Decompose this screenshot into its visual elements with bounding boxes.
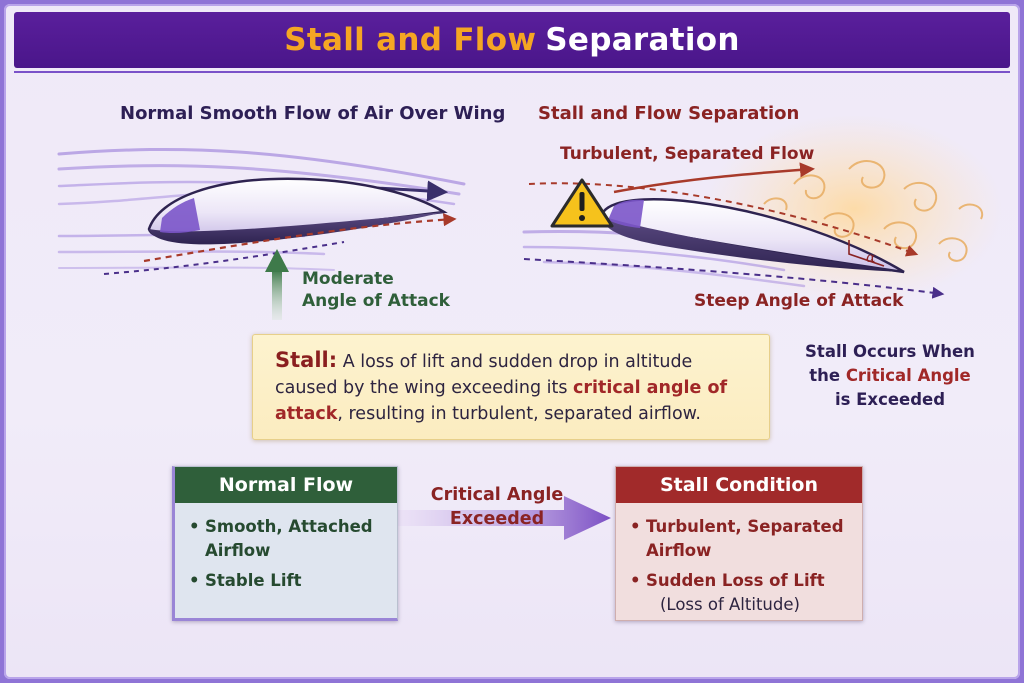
steep-aoa-lower-arrow bbox=[523, 258, 945, 299]
stall-term: Stall: bbox=[275, 348, 338, 372]
right-panel-title: Stall and Flow Separation bbox=[538, 103, 800, 124]
turbulence-cloud bbox=[704, 114, 1004, 304]
turbulent-flow-label: Turbulent, Separated Flow bbox=[560, 144, 815, 164]
definition-text-a: A loss of lift and sudden drop in altitu… bbox=[275, 352, 693, 398]
definition-text-b: , resulting in turbulent, separated airf… bbox=[337, 404, 701, 424]
title-part-1: Stall and Flow bbox=[284, 22, 537, 58]
warning-icon bbox=[550, 178, 614, 228]
moderate-aoa-label: Moderate Angle of Attack bbox=[302, 268, 450, 312]
title-part-2: Separation bbox=[545, 22, 740, 58]
separated-flow-dashed-arrow bbox=[528, 182, 919, 257]
normal-flow-card: Normal Flow •Smooth, Attached Airflow •S… bbox=[172, 466, 398, 621]
normal-flow-list: •Smooth, Attached Airflow •Stable Lift bbox=[175, 503, 397, 593]
definition-highlight: critical angle of attack bbox=[275, 378, 728, 424]
critical-angle-note: Stall Occurs When the Critical Angle is … bbox=[796, 340, 984, 412]
list-item-note: (Loss of Altitude) bbox=[660, 595, 800, 614]
list-item: •Smooth, Attached Airflow bbox=[189, 517, 373, 560]
airflow-illustrations: α bbox=[57, 114, 1004, 540]
stall-condition-title: Stall Condition bbox=[616, 467, 862, 503]
note-line-3: is Exceeded bbox=[834, 390, 946, 409]
right-wing bbox=[600, 198, 905, 274]
stall-condition-card: Stall Condition •Turbulent, Separated Ai… bbox=[615, 466, 863, 621]
left-wing bbox=[147, 177, 448, 245]
header-rule bbox=[14, 71, 1010, 73]
diagram-frame: Stall and Flow Separation Normal Smooth … bbox=[4, 4, 1020, 679]
aoa-line-2: Angle of Attack bbox=[302, 291, 450, 311]
transition-label: Critical Angle Exceeded bbox=[424, 483, 570, 531]
note-line-1: Stall Occurs When bbox=[805, 342, 975, 361]
title-banner: Stall and Flow Separation bbox=[14, 12, 1010, 68]
aoa-up-arrow bbox=[265, 249, 289, 320]
transition-arrow bbox=[398, 496, 611, 540]
stall-condition-list: •Turbulent, Separated Airflow •Sudden Lo… bbox=[616, 503, 862, 617]
stall-definition-box: Stall: A loss of lift and sudden drop in… bbox=[252, 334, 770, 440]
list-item: •Sudden Loss of Lift bbox=[630, 571, 825, 590]
alpha-angle-marker bbox=[848, 240, 885, 267]
note-line-2: the Critical Angle bbox=[809, 366, 971, 385]
left-panel-title: Normal Smooth Flow of Air Over Wing bbox=[120, 103, 506, 124]
transition-line-2: Exceeded bbox=[449, 509, 545, 529]
steep-aoa-label: Steep Angle of Attack bbox=[694, 291, 904, 311]
transition-line-1: Critical Angle bbox=[430, 485, 564, 505]
list-item: •Stable Lift bbox=[189, 571, 302, 590]
normal-flow-title: Normal Flow bbox=[175, 467, 397, 503]
list-item: •Turbulent, Separated Airflow bbox=[630, 517, 844, 560]
aoa-line-1: Moderate bbox=[302, 269, 394, 289]
alpha-symbol: α bbox=[866, 250, 876, 266]
note-critical-angle: Critical Angle bbox=[845, 366, 971, 385]
